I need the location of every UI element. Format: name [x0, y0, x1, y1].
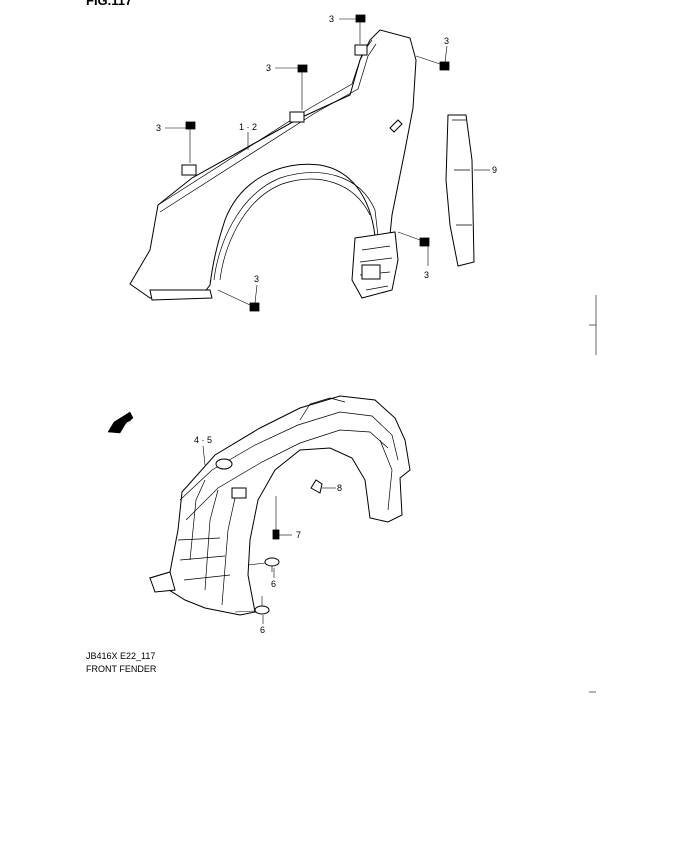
callout-3-top: 3	[329, 14, 334, 24]
screw[interactable]	[272, 496, 292, 540]
callout-3-right-upper: 3	[444, 36, 449, 46]
bolt-top-left[interactable]	[297, 64, 308, 110]
callout-seal: 9	[492, 165, 497, 175]
callout-nut: 8	[337, 483, 342, 493]
callout-3-bottom: 3	[254, 274, 259, 284]
callout-clip-upper: 6	[271, 579, 276, 589]
nut[interactable]	[310, 479, 336, 494]
figure-heading: FIG.117	[86, 0, 133, 8]
callout-liner: 4 · 5	[194, 435, 212, 445]
clip-lower[interactable]	[234, 596, 270, 615]
bolt-top[interactable]	[355, 14, 366, 44]
callout-screw: 7	[296, 530, 301, 540]
bolt-left[interactable]	[185, 121, 196, 163]
inner-fender-liner[interactable]	[148, 395, 411, 616]
callout-fender: 1 · 2	[239, 122, 257, 132]
fender-seal-pad[interactable]	[445, 114, 475, 267]
figure-code: JB416X E22_117	[86, 651, 156, 661]
callout-3-left: 3	[156, 123, 161, 133]
front-fender-panel[interactable]	[129, 29, 417, 301]
bolt-right-lower[interactable]	[397, 231, 430, 247]
bolt-bottom[interactable]	[217, 289, 260, 312]
callout-3-right-lower: 3	[424, 270, 429, 280]
forward-direction-arrow-icon: FWD	[107, 411, 135, 434]
callout-clip-lower: 6	[260, 625, 265, 635]
clip-upper[interactable]	[247, 557, 280, 572]
figure-title: FRONT FENDER	[86, 664, 157, 674]
bolt-right-upper[interactable]	[415, 55, 450, 71]
callout-3-top-left: 3	[266, 63, 271, 73]
